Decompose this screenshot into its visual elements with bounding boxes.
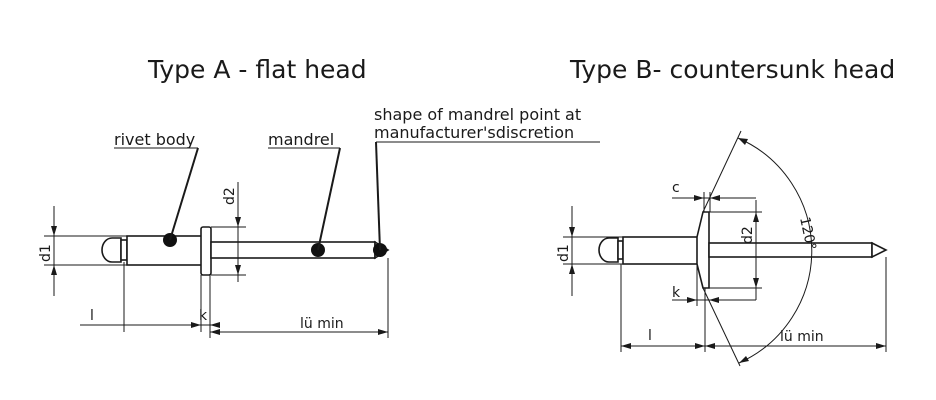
type-b-c-arrow-right <box>710 195 720 201</box>
type-b-angle-arrow-top <box>738 138 748 145</box>
type-b-d1-arrow-top <box>569 227 575 237</box>
type-a-l-arrow <box>191 322 201 328</box>
type-a-mandrel-neck <box>120 239 128 261</box>
type-b-k-arrow-right <box>709 297 719 303</box>
type-b-d2-arrow-top <box>753 212 759 222</box>
type-b-angle-label: 120° <box>796 216 819 252</box>
type-b-angle-ext-top <box>702 130 742 213</box>
type-a-lu-arrow-right <box>378 329 388 335</box>
type-b-rivet-body-shape <box>622 236 701 265</box>
type-a-title: Type A - flat head <box>147 55 367 84</box>
type-b-rivet <box>598 211 888 289</box>
type-b-d2-arrow-bottom <box>753 278 759 288</box>
type-b-mandrel-point <box>871 241 888 259</box>
type-b-d1-label: d1 <box>556 244 572 262</box>
type-a-d2-arrow-bottom <box>235 265 241 275</box>
type-b-l-arrow-left <box>621 343 631 349</box>
type-b-title: Type B- countersunk head <box>569 55 895 84</box>
type-a-k-arrow <box>210 322 220 328</box>
type-a-l-label: l <box>90 308 94 324</box>
type-b-d1-arrow-bottom <box>569 264 575 274</box>
type-b-figure: Type B- countersunk head c d1 d2 <box>556 55 895 367</box>
type-a-mandrel-shaft <box>210 241 376 259</box>
type-a-d1-arrow-bottom <box>51 265 57 275</box>
type-a-lu-label: lü min <box>300 316 344 332</box>
type-a-lu-arrow-left <box>210 329 220 335</box>
type-a-d1-label: d1 <box>38 244 54 262</box>
type-a-mandrel-head <box>101 237 122 263</box>
type-b-mandrel-head <box>598 237 619 263</box>
type-a-d2-label: d2 <box>222 187 238 205</box>
type-a-rivet-body-label: rivet body <box>114 130 195 149</box>
type-a-figure: Type A - flat head rivet body mandrel sh… <box>38 55 600 338</box>
type-a-point-leader <box>375 141 381 251</box>
type-a-d1-arrow-top <box>51 226 57 236</box>
type-a-k-label: k <box>199 308 208 324</box>
type-a-mandrel-label: mandrel <box>268 130 334 149</box>
type-b-d2-label: d2 <box>740 226 756 244</box>
type-b-k-arrow-left <box>687 297 697 303</box>
type-b-l-label: l <box>648 328 652 344</box>
type-a-point-label-line2: manufacturer'sdiscretion <box>374 123 574 142</box>
type-b-angle-arc <box>737 137 813 364</box>
type-a-point-label-line1: shape of mandrel point at <box>374 105 581 124</box>
type-b-lu-arrow-right <box>876 343 886 349</box>
type-b-angle-arrow-bottom <box>739 356 749 363</box>
type-b-l-arrow-right <box>695 343 705 349</box>
type-b-c-label: c <box>672 180 680 196</box>
type-b-lu-arrow-left <box>705 343 715 349</box>
type-b-angle-ext-bottom <box>702 287 741 367</box>
type-a-mandrel-leader <box>317 147 341 251</box>
type-b-k-label: k <box>672 285 681 301</box>
type-b-mandrel-shaft <box>708 242 873 258</box>
type-b-c-arrow-left <box>694 195 704 201</box>
type-a-rivet-body-leader <box>169 147 199 241</box>
type-b-countersunk-head <box>696 211 710 289</box>
type-b-lu-label: lü min <box>780 329 824 345</box>
type-a-rivet <box>101 226 390 276</box>
type-a-d2-arrow-top <box>235 217 241 227</box>
type-a-flat-head <box>200 226 212 276</box>
